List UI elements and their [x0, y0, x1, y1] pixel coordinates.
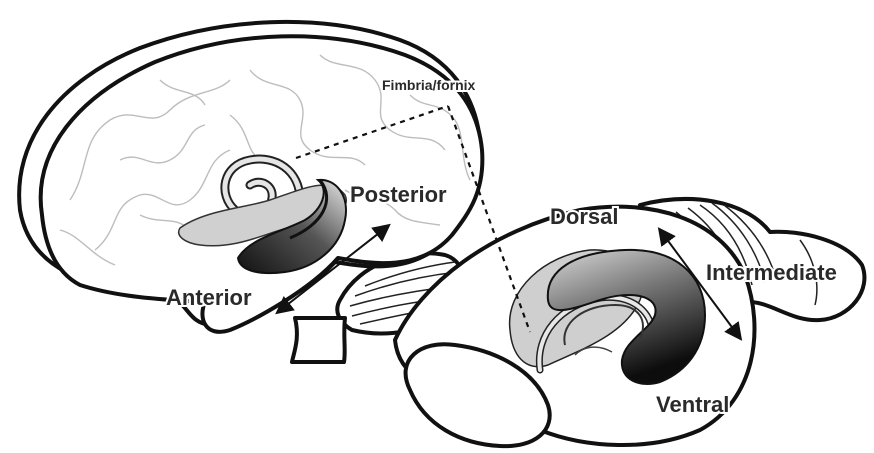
- rat-brain: [395, 199, 864, 446]
- label-posterior: Posterior: [350, 182, 447, 207]
- label-ventral: Ventral: [656, 392, 729, 417]
- label-dorsal: Dorsal: [550, 204, 618, 229]
- human-brainstem: [292, 318, 345, 362]
- label-fimbria-fornix: Fimbria/fornix: [382, 77, 476, 93]
- label-anterior: Anterior: [166, 285, 252, 310]
- label-intermediate: Intermediate: [706, 260, 837, 285]
